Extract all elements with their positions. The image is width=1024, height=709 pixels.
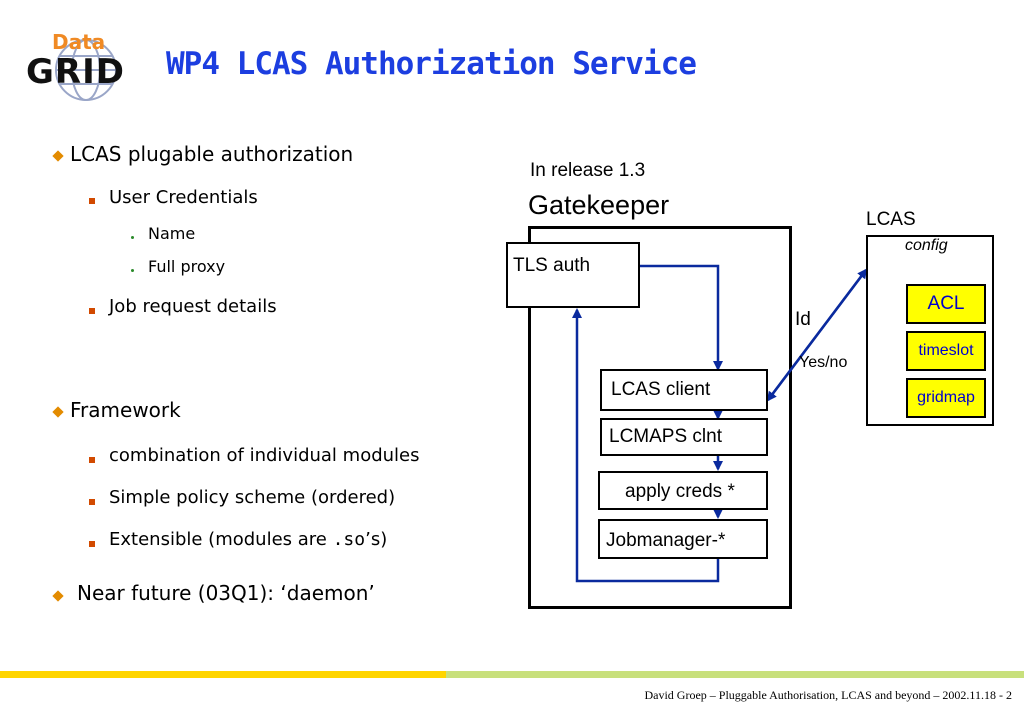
square-bullet-icon bbox=[89, 457, 95, 463]
acl-module: ACL bbox=[906, 284, 986, 324]
lcas-client-label: LCAS client bbox=[611, 379, 711, 400]
bullet-name: Name bbox=[148, 224, 196, 243]
extensible-text: Extensible (modules are bbox=[109, 529, 333, 550]
tls-auth-box bbox=[506, 242, 640, 308]
loop-back-arrow bbox=[572, 308, 720, 583]
gatekeeper-label: Gatekeeper bbox=[528, 190, 670, 220]
jobmanager-label: Jobmanager-* bbox=[606, 530, 726, 551]
id-label: Id bbox=[795, 309, 811, 330]
extensible-suffix: ’s) bbox=[365, 529, 388, 550]
footer-bar-green bbox=[446, 671, 1024, 678]
lcmaps-label: LCMAPS clnt bbox=[609, 426, 722, 447]
globe-icon bbox=[55, 39, 117, 101]
square-bullet-icon bbox=[89, 308, 95, 314]
lcas-client-box bbox=[600, 369, 768, 411]
yesno-label: Yes/no bbox=[799, 354, 848, 371]
footer-bar-yellow bbox=[0, 671, 446, 678]
square-bullet-icon bbox=[89, 198, 95, 204]
tls-to-lcas-arrow bbox=[640, 264, 723, 371]
bullet-user-credentials: User Credentials bbox=[109, 187, 258, 208]
dot-bullet-icon bbox=[131, 269, 134, 272]
datagrid-logo bbox=[24, 34, 148, 104]
bullet-lcas-plugable: LCAS plugable authorization bbox=[70, 142, 354, 166]
so-code: .so bbox=[332, 529, 366, 550]
slide-title: WP4 LCAS Authorization Service bbox=[166, 46, 697, 82]
apply-creds-label: apply creds * bbox=[625, 481, 735, 502]
bullet-simple-policy: Simple policy scheme (ordered) bbox=[109, 487, 396, 508]
jobmanager-box bbox=[598, 519, 768, 559]
logo-data-text: Data bbox=[52, 30, 106, 54]
bullet-full-proxy: Full proxy bbox=[148, 257, 226, 276]
apply-creds-box bbox=[598, 471, 768, 510]
bullet-extensible: Extensible (modules are .so’s) bbox=[109, 529, 387, 550]
lcmaps-box bbox=[600, 418, 768, 456]
gridmap-module: gridmap bbox=[906, 378, 986, 418]
bullet-framework: Framework bbox=[70, 398, 181, 422]
bullet-combination: combination of individual modules bbox=[109, 445, 420, 466]
dot-bullet-icon bbox=[131, 236, 134, 239]
square-bullet-icon bbox=[89, 541, 95, 547]
square-bullet-icon bbox=[89, 499, 95, 505]
timeslot-module: timeslot bbox=[906, 331, 986, 371]
yesno-arrow bbox=[766, 269, 867, 402]
bullet-near-future: Near future (03Q1): ‘daemon’ bbox=[77, 581, 375, 605]
config-label: config bbox=[905, 237, 948, 254]
lcas-title: LCAS bbox=[866, 209, 916, 230]
bullet-job-request: Job request details bbox=[109, 296, 277, 317]
release-note: In release 1.3 bbox=[530, 160, 646, 181]
tls-auth-label: TLS auth bbox=[513, 255, 591, 276]
footer-text: David Groep – Pluggable Authorisation, L… bbox=[644, 688, 1012, 702]
logo-grid-text: GRID bbox=[26, 52, 125, 92]
